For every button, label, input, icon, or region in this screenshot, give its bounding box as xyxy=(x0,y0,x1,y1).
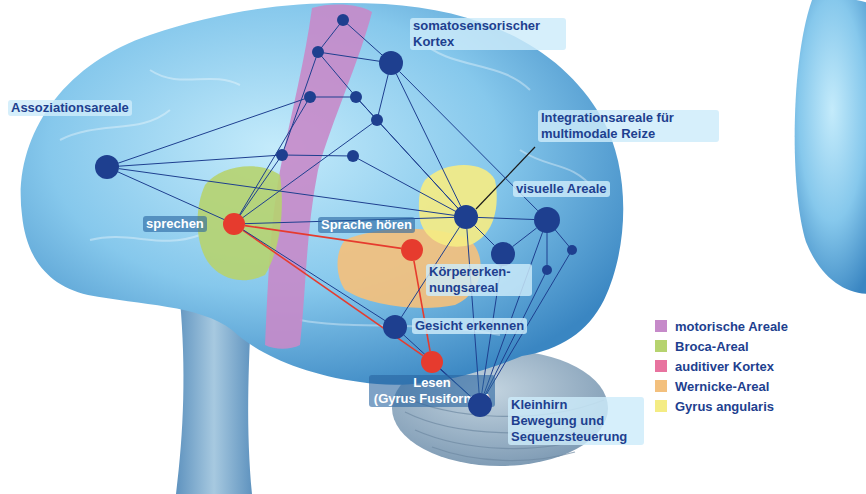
cerebrum xyxy=(21,3,624,385)
network-dot xyxy=(371,114,383,126)
area-node: somatosensorischer Kortex xyxy=(379,51,403,75)
node-label: somatosensorischer Kortex xyxy=(410,18,566,50)
network-connector xyxy=(243,230,385,321)
legend-entry: Gyrus angularis xyxy=(655,396,788,416)
legend-label: motorische Areale xyxy=(675,319,788,334)
area-node: visuelle Areale xyxy=(534,207,560,233)
area-label: Körpererken- nungsareal xyxy=(429,264,529,296)
area-label: sprechen xyxy=(146,216,204,232)
network-connector xyxy=(478,217,534,219)
area-node: Gesicht erkennen xyxy=(383,315,407,339)
network-dot xyxy=(542,265,552,275)
node-label: Gesicht erkennen xyxy=(412,318,527,334)
legend-swatch xyxy=(655,320,667,332)
node-label: Körpererken- nungsareal xyxy=(426,264,532,296)
area-node: Integrationsareale für multimodale Reize xyxy=(454,205,478,229)
motor-area xyxy=(265,5,372,349)
network-line xyxy=(234,97,310,224)
second-brain xyxy=(795,0,866,294)
area-label: visuelle Areale xyxy=(516,181,607,197)
network-line xyxy=(234,155,282,224)
legend-entry: Wernicke-Areal xyxy=(655,376,788,396)
network-line xyxy=(353,156,466,217)
network-line xyxy=(282,52,318,155)
area-node: Assoziationsareale xyxy=(95,155,119,179)
cerebellum-fold xyxy=(432,447,575,461)
legend-label: Broca-Areal xyxy=(675,339,749,354)
network-line xyxy=(234,120,377,224)
network-dot xyxy=(337,14,349,26)
network-connector xyxy=(119,169,454,216)
angular-gyrus-area xyxy=(419,165,497,247)
network-dot xyxy=(276,149,288,161)
legend-entry: Broca-Areal xyxy=(655,336,788,356)
node-label: visuelle Areale xyxy=(513,181,610,197)
legend-swatch xyxy=(655,360,667,372)
network-dot xyxy=(347,150,359,162)
legend-swatch xyxy=(655,380,667,392)
node-label: Sprache hören xyxy=(318,217,415,233)
area-label: Assoziationsareale xyxy=(11,100,129,116)
network-line xyxy=(282,155,353,156)
network-connector xyxy=(467,229,479,393)
area-label: Bewegung und Sequenzsteuerung xyxy=(511,413,641,445)
legend-entry: motorische Areale xyxy=(655,316,788,336)
area-label: somatosensorischer Kortex xyxy=(413,18,563,50)
network-connector xyxy=(512,228,536,247)
network-connector xyxy=(484,232,542,393)
network-connector xyxy=(243,230,423,355)
network-dot xyxy=(312,46,324,58)
legend-swatch xyxy=(655,400,667,412)
legend-label: auditiver Kortex xyxy=(675,359,774,374)
language-node: sprechen xyxy=(223,213,245,235)
area-label: Sprache hören xyxy=(321,217,412,233)
network-line xyxy=(318,52,356,97)
network-line xyxy=(310,97,356,98)
network-line xyxy=(318,20,343,52)
node-label: Integrationsareale für multimodale Reize xyxy=(538,110,719,142)
area-label: Gesicht erkennen xyxy=(415,318,524,334)
network-line xyxy=(107,155,282,167)
sulcus xyxy=(90,235,200,241)
network-dot xyxy=(567,245,577,255)
network-connector xyxy=(118,172,224,220)
legend-label: Gyrus angularis xyxy=(675,399,774,414)
node-label: KleinhirnBewegung und Sequenzsteuerung xyxy=(508,397,644,445)
legend-label: Wernicke-Areal xyxy=(675,379,769,394)
legend-swatch xyxy=(655,340,667,352)
node-label: sprechen xyxy=(143,216,207,232)
legend: motorische ArealeBroca-Areal auditiver Ko… xyxy=(655,316,788,416)
language-node: Lesen(Gyrus Fusiformis) xyxy=(421,351,443,373)
legend-entry: auditiver Kortex xyxy=(655,356,788,376)
area-node: KleinhirnBewegung und Sequenzsteuerung xyxy=(468,393,492,417)
area-label: Kleinhirn xyxy=(511,397,641,413)
network-line xyxy=(107,97,310,167)
area-label: Lesen xyxy=(372,375,492,391)
network-lines xyxy=(107,20,572,405)
sulcus xyxy=(150,70,240,85)
area-node: Körpererken- nungsareal xyxy=(491,242,515,266)
network-dots xyxy=(276,14,577,275)
network-connector xyxy=(474,225,494,245)
node-label: Assoziationsareale xyxy=(8,100,132,116)
network-line xyxy=(356,97,466,217)
network-dot xyxy=(304,91,316,103)
network-dot xyxy=(350,91,362,103)
network-connector xyxy=(396,74,460,206)
area-label: Integrationsareale für multimodale Reize xyxy=(541,110,716,142)
language-node: Sprache hören xyxy=(401,239,423,261)
network-line xyxy=(377,120,466,217)
